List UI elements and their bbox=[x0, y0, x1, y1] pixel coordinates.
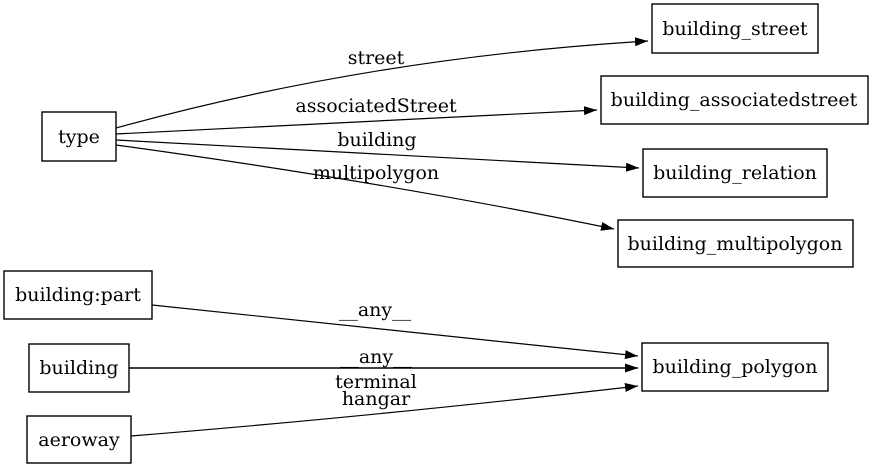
node-type: type bbox=[41, 111, 117, 162]
node-building-polygon-box bbox=[641, 342, 829, 392]
edge-aeroway-building-polygon bbox=[130, 383, 639, 437]
edge-buildingpart-building-polygon bbox=[151, 304, 639, 360]
node-building-street: building_street bbox=[651, 3, 819, 54]
edge-label-building: building bbox=[337, 129, 416, 151]
edge-label-group: street associatedStreet building multipo… bbox=[295, 47, 457, 410]
node-aeroway-box bbox=[26, 415, 132, 464]
node-aeroway-label: aeroway bbox=[38, 429, 120, 451]
node-group: type building_street building_associated… bbox=[3, 3, 869, 464]
node-building-associatedstreet-label: building_associatedstreet bbox=[611, 89, 858, 111]
edge-label-hangar: hangar bbox=[342, 388, 411, 410]
node-building-part-box bbox=[3, 270, 153, 320]
node-building: building bbox=[28, 343, 130, 393]
node-building-associatedstreet-box bbox=[600, 75, 869, 125]
edge-label-any-2: __any__ bbox=[340, 346, 413, 368]
node-building-label: building bbox=[39, 357, 118, 379]
node-type-box bbox=[41, 111, 117, 162]
node-building-multipolygon-box bbox=[617, 219, 854, 268]
edge-label-terminal: terminal bbox=[335, 371, 417, 393]
node-building-multipolygon-label: building_multipolygon bbox=[628, 233, 843, 255]
edge-label-any-1: __any__ bbox=[339, 299, 412, 321]
node-building-relation-label: building_relation bbox=[653, 162, 817, 184]
node-building-associatedstreet: building_associatedstreet bbox=[600, 75, 869, 125]
node-building-relation: building_relation bbox=[642, 148, 828, 198]
node-building-street-box bbox=[651, 3, 819, 54]
node-building-street-label: building_street bbox=[662, 18, 808, 40]
node-building-polygon: building_polygon bbox=[641, 342, 829, 392]
node-building-box bbox=[28, 343, 130, 393]
node-type-label: type bbox=[58, 126, 100, 148]
edge-label-multipolygon: multipolygon bbox=[313, 162, 439, 184]
node-building-part: building:part bbox=[3, 270, 153, 320]
edge-type-building-relation bbox=[115, 139, 640, 172]
edge-type-building-street bbox=[115, 37, 649, 129]
edge-group bbox=[115, 37, 649, 437]
node-building-part-label: building:part bbox=[15, 284, 141, 306]
node-building-relation-box bbox=[642, 148, 828, 198]
edge-label-associatedstreet: associatedStreet bbox=[295, 95, 457, 117]
node-building-polygon-label: building_polygon bbox=[653, 356, 818, 378]
edge-label-street: street bbox=[348, 47, 405, 69]
node-aeroway: aeroway bbox=[26, 415, 132, 464]
node-building-multipolygon: building_multipolygon bbox=[617, 219, 854, 268]
edge-type-building-multipolygon bbox=[115, 144, 615, 231]
edge-type-building-associatedstreet bbox=[115, 106, 598, 135]
